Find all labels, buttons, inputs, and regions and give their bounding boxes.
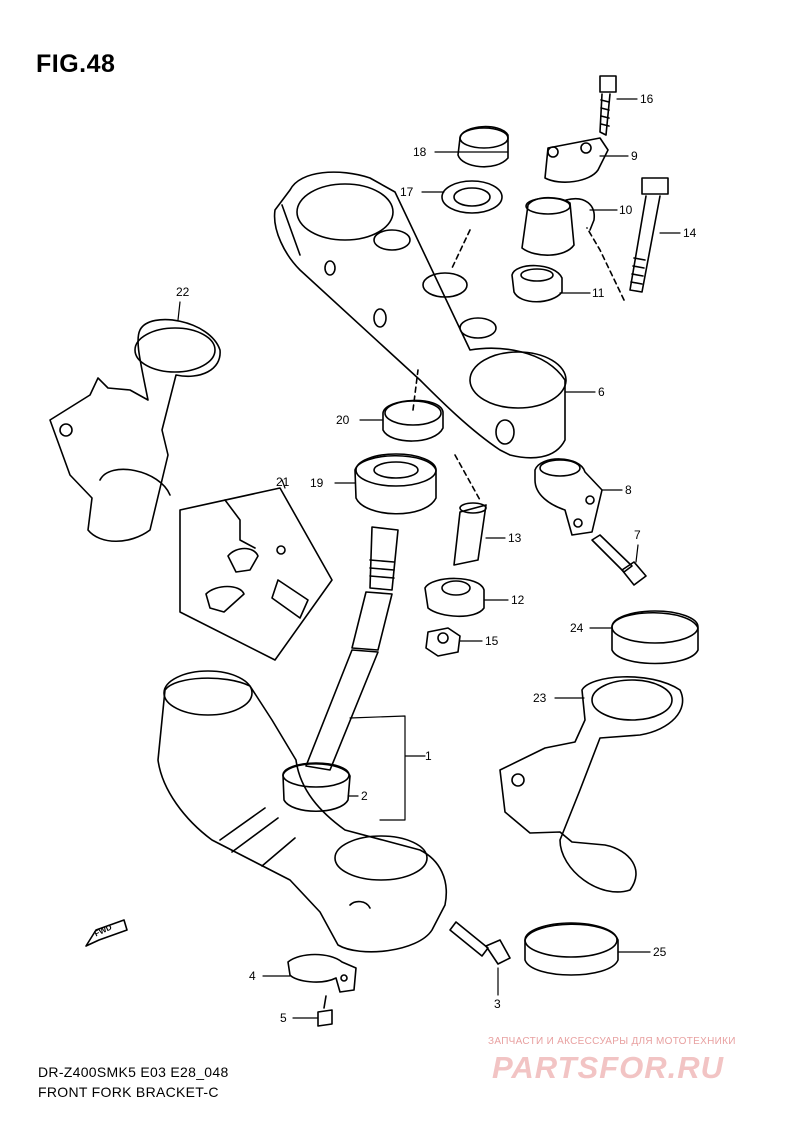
seal-2	[282, 762, 351, 813]
callout-16: 16	[640, 92, 654, 106]
seal-ring-24	[611, 610, 699, 665]
callout-14: 14	[683, 226, 697, 240]
upper-bracket	[273, 171, 567, 459]
steering-nut-20	[382, 369, 444, 442]
callout-18: 18	[413, 145, 427, 159]
watermark-tagline: ЗАПЧАСТИ И АКСЕССУАРЫ ДЛЯ МОТОТЕХНИКИ	[488, 1036, 736, 1047]
callout-19: 19	[310, 476, 324, 490]
screw-5	[317, 995, 333, 1027]
clamp-4	[287, 953, 357, 993]
callout-21: 21	[276, 475, 290, 489]
callout-17: 17	[400, 185, 414, 199]
washer-17	[441, 180, 503, 269]
handlebar-holder-9	[544, 137, 609, 183]
bolt-14	[586, 177, 669, 301]
section-name: FRONT FORK BRACKET-C	[38, 1084, 219, 1100]
steering-stem-1	[305, 526, 399, 771]
callout-10: 10	[619, 203, 633, 217]
guide-22	[49, 318, 221, 542]
bolt-16	[599, 75, 617, 136]
damper-12	[424, 577, 485, 618]
bearing-19	[354, 453, 437, 515]
callout-12: 12	[511, 593, 525, 607]
bracket-8	[534, 458, 603, 536]
callout-20: 20	[336, 413, 350, 427]
switch-kit-21	[179, 487, 333, 661]
bolt-7	[591, 534, 647, 586]
callout-22: 22	[176, 285, 190, 299]
callout-9: 9	[631, 149, 638, 163]
callout-25: 25	[653, 945, 667, 959]
callout-8: 8	[625, 483, 632, 497]
callout-15: 15	[485, 634, 499, 648]
callout-3: 3	[494, 997, 501, 1011]
collar-13	[453, 454, 487, 566]
callout-23: 23	[533, 691, 547, 705]
handlebar-holder-10	[521, 196, 595, 256]
guide-23	[499, 676, 684, 893]
cap-18	[457, 125, 509, 168]
bolt-3	[449, 921, 511, 965]
callout-1: 1	[425, 749, 432, 763]
callout-24: 24	[570, 621, 584, 635]
seal-ring-25	[524, 922, 619, 976]
callout-5: 5	[280, 1011, 287, 1025]
cushion-11	[511, 264, 563, 303]
callout-6: 6	[598, 385, 605, 399]
nut-15	[425, 627, 461, 657]
callout-13: 13	[508, 531, 522, 545]
watermark-logo: PARTSFOR.RU	[492, 1050, 725, 1085]
lower-bracket	[157, 670, 447, 953]
leader-lines	[177, 98, 681, 1019]
figure-title: FIG.48	[36, 50, 116, 78]
callout-7: 7	[634, 528, 641, 542]
model-code: DR-Z400SMK5 E03 E28_048	[38, 1064, 229, 1080]
fwd-arrow-icon	[85, 919, 128, 947]
callout-11: 11	[592, 286, 605, 300]
callout-4: 4	[249, 969, 256, 983]
callout-2: 2	[361, 789, 368, 803]
